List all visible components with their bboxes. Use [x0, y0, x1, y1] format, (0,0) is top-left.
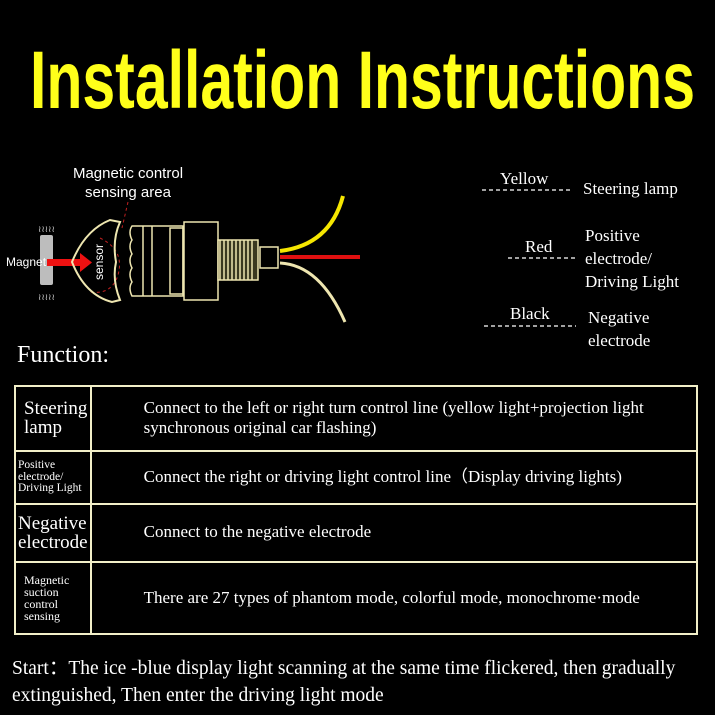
wire-function-red-3: Driving Light — [585, 272, 679, 291]
magnet-label: Magnet — [6, 255, 47, 269]
function-heading: Function: — [17, 342, 110, 368]
wire-color-black: Black — [510, 304, 550, 323]
wire-function-red-2: electrode/ — [585, 249, 652, 268]
svg-text:≀≀≀≀≀: ≀≀≀≀≀ — [38, 224, 55, 234]
row-key: Magnetic suction control sensing — [14, 560, 92, 636]
wire-function-black-1: Negative — [588, 308, 649, 327]
sensor-cup — [70, 218, 122, 304]
wire-color-red: Red — [525, 237, 553, 256]
start-description: Start：The ice -blue display light scanni… — [12, 658, 676, 706]
row-value: Connect to the left or right turn contro… — [89, 385, 699, 452]
magnet-icon: ≀≀≀≀≀ ≀≀≀≀≀ — [38, 224, 55, 302]
connector-body — [129, 221, 279, 301]
page-title: Installation Instructions — [30, 35, 695, 126]
row-value: Connect to the negative electrode — [89, 502, 699, 563]
yellow-wire — [279, 195, 345, 253]
function-table: Steering lamp Connect to the left or rig… — [14, 385, 699, 636]
row-key: Positive electrode/ Driving Light — [14, 449, 92, 505]
sensor-label: sensor — [92, 244, 106, 280]
wire-function-black-2: electrode — [588, 331, 650, 350]
table-row: Steering lamp Connect to the left or rig… — [14, 385, 699, 452]
table-row: Magnetic suction control sensing There a… — [14, 560, 699, 636]
sensing-area-label-2: sensing area — [85, 184, 172, 201]
row-key: Negative electrode — [14, 502, 92, 563]
wire-function-red-1: Positive — [585, 226, 640, 245]
row-value: There are 27 types of phantom mode, colo… — [89, 560, 699, 636]
wiring-diagram: Installation Instructions Magnetic contr… — [6, 35, 695, 350]
sensing-area-label-1: Magnetic control — [73, 165, 183, 182]
row-value: Connect the right or driving light contr… — [89, 449, 699, 505]
wire-function-yellow: Steering lamp — [583, 179, 678, 198]
red-arrow-icon — [47, 253, 92, 272]
sensing-area-dashed-line — [89, 201, 129, 293]
svg-text:≀≀≀≀≀: ≀≀≀≀≀ — [38, 292, 55, 302]
table-row: Positive electrode/ Driving Light Connec… — [14, 449, 699, 505]
table-row: Negative electrode Connect to the negati… — [14, 502, 699, 563]
black-wire — [279, 261, 347, 323]
row-key: Steering lamp — [14, 385, 92, 452]
wire-color-yellow: Yellow — [500, 169, 549, 188]
